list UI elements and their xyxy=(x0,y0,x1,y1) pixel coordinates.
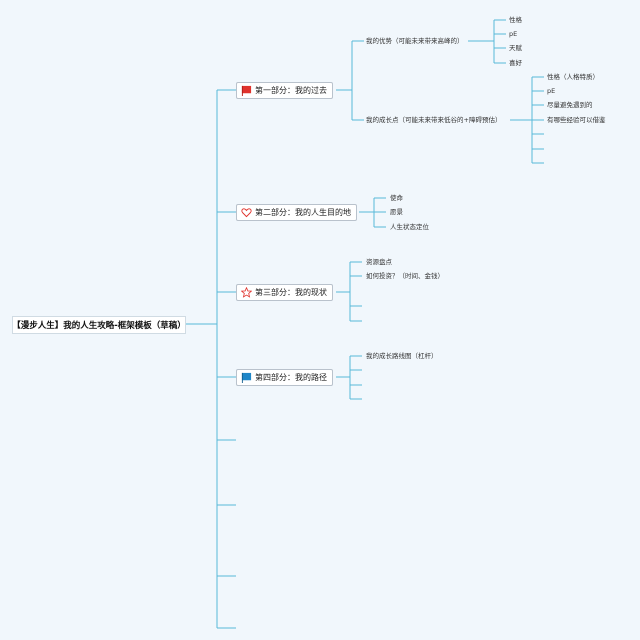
leaf-item[interactable]: pE xyxy=(547,87,556,95)
red-flag-icon xyxy=(241,85,252,96)
blue-flag-icon xyxy=(241,372,252,383)
branch-topic-past[interactable]: 第一部分：我的过去 xyxy=(236,82,333,99)
subtopic-strengths[interactable]: 我的优势（可能未来带来高峰的） xyxy=(366,37,464,45)
subtopic-growth-points[interactable]: 我的成长点（可能未来带来低谷的+障碍预估） xyxy=(366,116,502,124)
leaf-item[interactable]: 有哪些经验可以借鉴 xyxy=(547,116,606,124)
branch-topic-path[interactable]: 第四部分：我的路径 xyxy=(236,369,333,386)
leaf-item[interactable]: 愿景 xyxy=(390,208,403,216)
heart-icon xyxy=(241,208,252,218)
leaf-item[interactable]: 人生状态定位 xyxy=(390,223,429,231)
root-topic[interactable]: 【漫步人生】我的人生攻略-框架模板（草稿） xyxy=(12,316,186,334)
leaf-item[interactable]: 使命 xyxy=(390,194,403,202)
leaf-item[interactable]: pE xyxy=(509,30,518,38)
leaf-item[interactable]: 如何投资？（时间、金钱） xyxy=(366,272,444,280)
leaf-item[interactable]: 性格 xyxy=(509,16,522,24)
leaf-item[interactable]: 尽量避免遇到的 xyxy=(547,101,593,109)
star-icon xyxy=(241,287,252,298)
branch-topic-destination[interactable]: 第二部分：我的人生目的地 xyxy=(236,204,357,221)
branch-label: 第二部分：我的人生目的地 xyxy=(255,208,351,217)
branch-topic-status[interactable]: 第三部分：我的现状 xyxy=(236,284,333,301)
leaf-item[interactable]: 我的成长路线图（杠杆） xyxy=(366,352,438,360)
branch-label: 第三部分：我的现状 xyxy=(255,288,327,297)
leaf-item[interactable]: 性格（人格特质） xyxy=(547,73,599,81)
branch-label: 第一部分：我的过去 xyxy=(255,86,327,95)
leaf-item[interactable]: 资源盘点 xyxy=(366,258,392,266)
branch-label: 第四部分：我的路径 xyxy=(255,373,327,382)
leaf-item[interactable]: 天赋 xyxy=(509,44,522,52)
leaf-item[interactable]: 喜好 xyxy=(509,59,522,67)
